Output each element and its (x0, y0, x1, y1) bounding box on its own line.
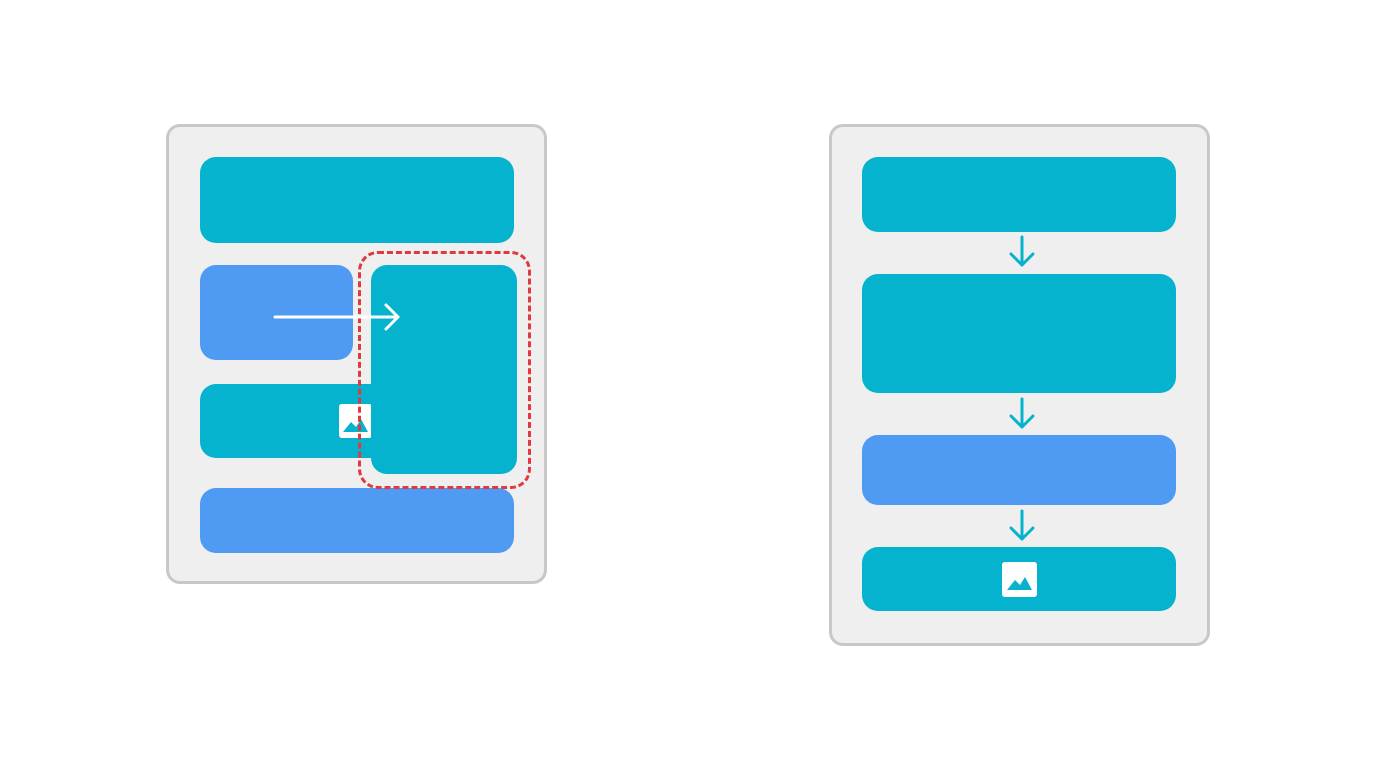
right-large-block (862, 274, 1176, 393)
arrow-down-icon (1009, 235, 1035, 267)
image-icon (339, 404, 372, 438)
image-icon (1002, 562, 1037, 597)
left-header-block (200, 157, 514, 243)
overlap-highlight-outline (358, 251, 531, 489)
arrow-down-icon (1009, 397, 1035, 429)
arrow-right-icon (273, 303, 400, 331)
left-footer-block (200, 488, 514, 553)
arrow-down-icon (1009, 509, 1035, 541)
left-moved-block (200, 265, 353, 360)
overlapping-block (371, 265, 517, 474)
right-moved-block (862, 435, 1176, 505)
right-header-block (862, 157, 1176, 232)
